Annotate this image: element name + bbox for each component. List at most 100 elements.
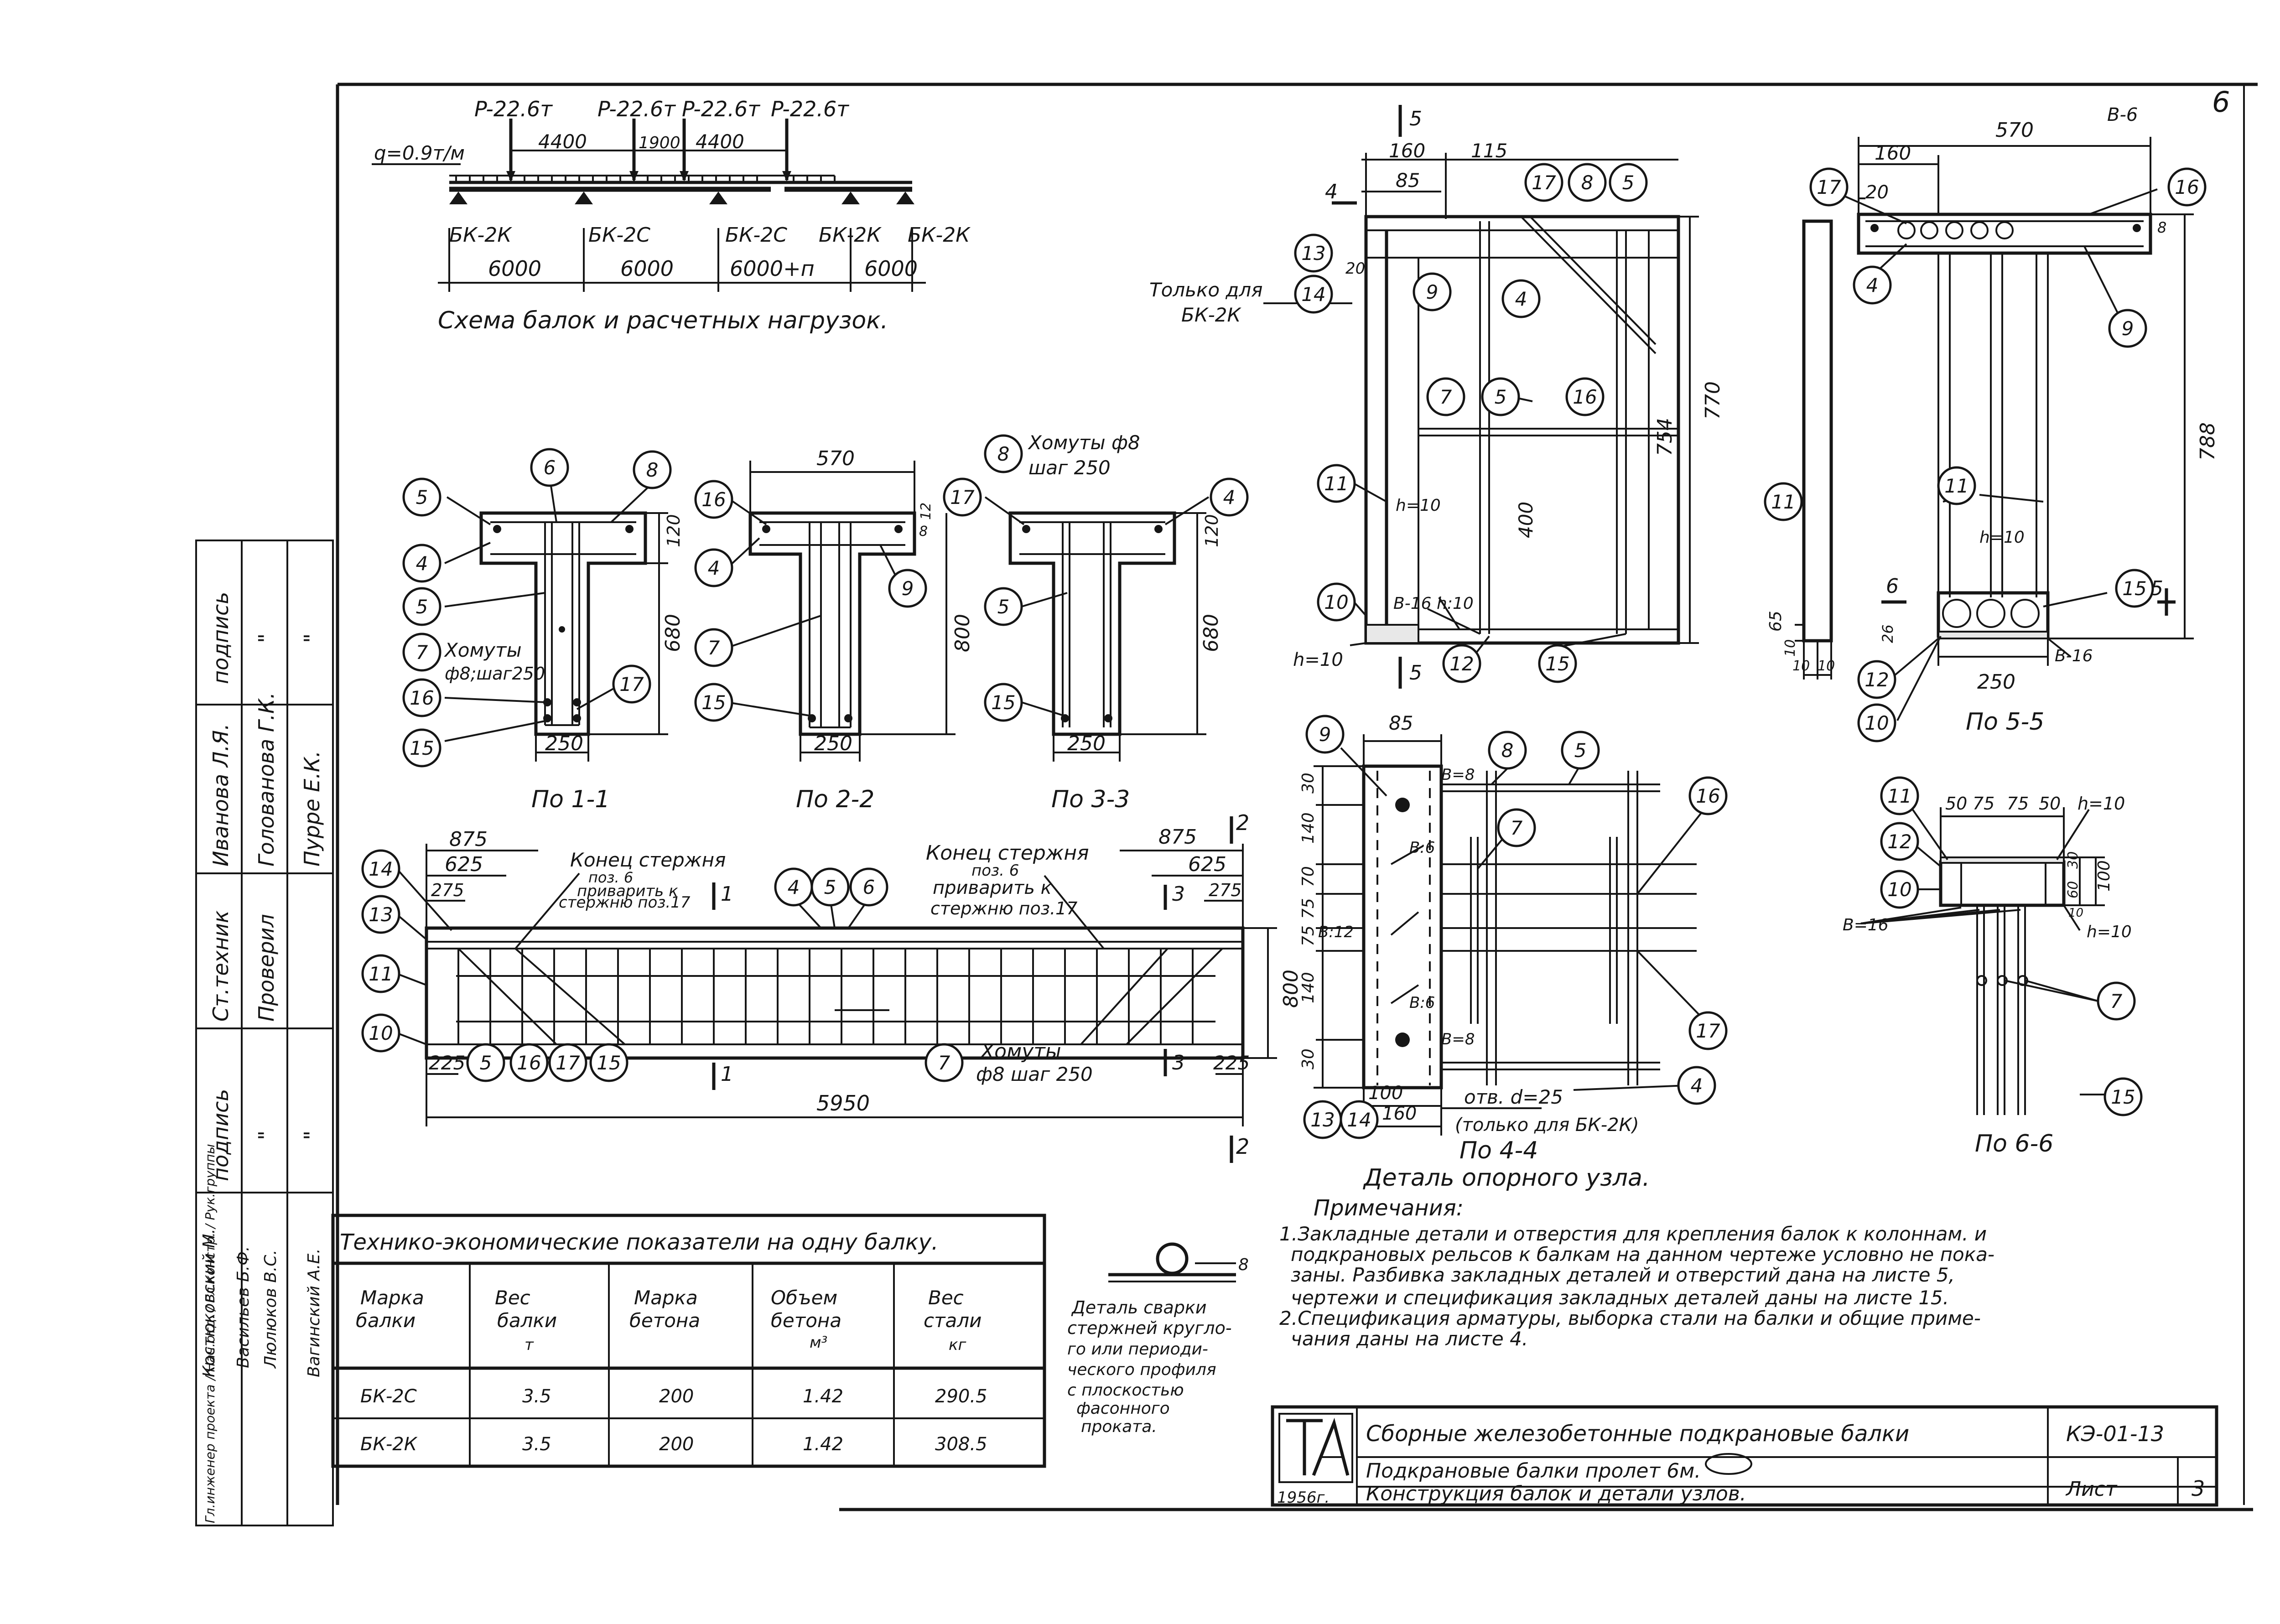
side-ivanova: Иванова Л.Я. [208, 723, 233, 866]
position-circle [1880, 870, 1919, 909]
position-number: 4 [1223, 486, 1236, 508]
s66-d100: 100 [2095, 860, 2114, 892]
position-circle [1809, 167, 1849, 207]
position-number: 4 [788, 876, 800, 898]
td-1-4: 308.5 [935, 1434, 987, 1455]
elev-note-r2: поз. 6 [971, 861, 1019, 880]
td-1-1: 3.5 [522, 1434, 551, 1455]
side-st-tekhnik: Ст.техник [208, 910, 233, 1022]
side-d65: 65 [1766, 611, 1785, 632]
s44-b8a: В=8 [1441, 766, 1475, 784]
position-circle [2115, 569, 2154, 608]
s55-b16: В-16 [2055, 647, 2093, 665]
position-number: 16 [1573, 386, 1597, 408]
s33-clamp1: Хомуты ф8 [1028, 431, 1140, 454]
position-number: 16 [410, 687, 434, 709]
side-purre: Пурре Е.К. [300, 751, 324, 866]
s44-d160: 160 [1382, 1103, 1417, 1124]
th-weight-1: Вес [495, 1287, 530, 1309]
position-number: 11 [369, 963, 393, 985]
s44-only: (только для БК-2К) [1455, 1115, 1639, 1136]
s22-d2: 12 [918, 503, 934, 520]
s66-d30: 30 [2065, 851, 2081, 869]
stamp-line2: Подкрановые балки пролет 6м. [1366, 1459, 1701, 1483]
position-number: 7 [2110, 990, 2123, 1012]
s66-d50b: 50 [2039, 794, 2061, 814]
s22-height: 800 [951, 614, 974, 652]
stamp-code: КЭ-01-13 [2066, 1422, 2164, 1446]
s22-flange-w: 570 [816, 447, 855, 470]
th-steel-1: Вес [928, 1287, 964, 1309]
welding-line-1: Деталь сварки [1071, 1297, 1207, 1318]
span-3: 6000+п [730, 256, 815, 281]
elev-d625-right: 625 [1188, 853, 1226, 876]
th-mark-1: Марка [360, 1287, 424, 1309]
position-circle [1305, 715, 1345, 754]
position-circle [1340, 1100, 1379, 1139]
position-circle [1857, 703, 1896, 742]
position-circle [924, 1043, 964, 1082]
position-number: 5 [997, 596, 1010, 618]
position-circle [1609, 163, 1648, 202]
node-d400: 400 [1515, 502, 1537, 538]
position-circle [466, 1043, 505, 1082]
tech-table [331, 1214, 1046, 1468]
elev-d225-left: 225 [429, 1052, 465, 1074]
position-circle [1688, 776, 1728, 815]
position-number: 11 [1771, 491, 1795, 513]
position-number: 9 [1426, 281, 1439, 303]
position-circle [1937, 466, 1976, 505]
stamp-year: 1956г. [1277, 1489, 1330, 1507]
position-circle [694, 548, 733, 587]
s44-v140a: 140 [1299, 812, 1318, 844]
span-4: 6000 [864, 256, 918, 281]
elev-height: 800 [1279, 970, 1303, 1008]
load-p3: P-22.6т [682, 97, 760, 121]
position-circle [1857, 660, 1896, 699]
s22-caption: По 2-2 [796, 786, 874, 813]
section-3-3 [984, 496, 1210, 762]
position-circle [1568, 163, 1607, 202]
position-number: 8 [1581, 171, 1594, 194]
position-number: 11 [1944, 475, 1968, 497]
position-number: 15 [1545, 653, 1569, 675]
welding-line-3: го или периоди- [1067, 1340, 1208, 1359]
elev-clamp1: Хомуты [980, 1040, 1061, 1063]
s55-d160: 160 [1875, 142, 1911, 164]
position-number: 14 [369, 858, 393, 880]
title-block [1271, 1405, 2218, 1507]
th-steel-3: кг [949, 1336, 967, 1354]
position-number: 14 [1347, 1109, 1371, 1131]
elev-clamp2: ф8 шаг 250 [976, 1063, 1093, 1085]
node-d20: 20 [1345, 259, 1365, 278]
welding-line-7: проката. [1081, 1417, 1157, 1436]
position-number: 17 [1817, 176, 1841, 198]
position-number: 15 [991, 691, 1015, 714]
s55-b6: В-6 [2107, 104, 2138, 125]
node-d754: 754 [1653, 418, 1677, 456]
position-circle [1688, 1011, 1728, 1050]
s55-d250: 250 [1977, 670, 2015, 694]
s55-caption: По 5-5 [1966, 708, 2044, 736]
position-circle [509, 1043, 549, 1082]
position-circle [612, 664, 651, 704]
position-circle [402, 728, 441, 768]
position-circle [402, 477, 441, 517]
sheet-number: 6 [2212, 85, 2230, 119]
position-circle [1764, 482, 1803, 521]
node-h10b: h:10 [1437, 594, 1474, 613]
position-number: 17 [556, 1052, 580, 1074]
s44-b6a: В:6 [1409, 839, 1435, 857]
position-circle [984, 587, 1023, 626]
position-circle [361, 954, 400, 993]
position-number: 5 [824, 876, 836, 898]
position-number: 5 [1574, 739, 1587, 762]
position-circle [2167, 167, 2207, 207]
position-circle [633, 450, 672, 489]
position-number: 9 [902, 577, 914, 600]
position-circle [1538, 644, 1577, 683]
position-circle [402, 544, 441, 583]
side-vasiliev: Васильев Б.Ф. [234, 1246, 253, 1368]
position-number: 15 [2122, 577, 2146, 600]
